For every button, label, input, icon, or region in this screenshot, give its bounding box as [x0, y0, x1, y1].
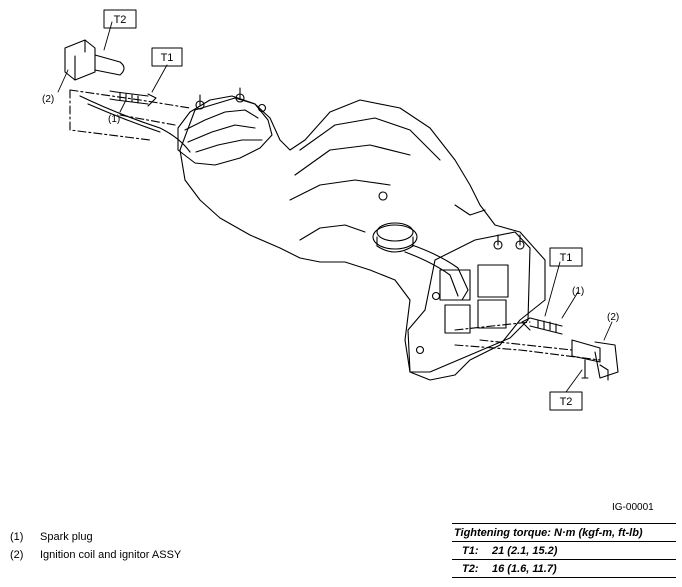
legend-number: (1) [10, 531, 24, 543]
torque-table: Tightening torque: N·m (kgf-m, ft-lb) T1… [452, 523, 676, 578]
left-cylinder-head [177, 95, 273, 166]
figure-id: IG-00001 [612, 502, 654, 513]
spark-plug-left [109, 90, 157, 107]
t2-box-top [103, 9, 137, 29]
callout-coil-left: (2) [42, 94, 54, 105]
callout-plug-right: (1) [572, 286, 584, 297]
legend-item: (2) Ignition coil and ignitor ASSY [10, 546, 181, 564]
ignition-coil-left [64, 39, 125, 81]
torque-value: 21 (2.1, 15.2) [492, 545, 558, 557]
engine-block-outline [179, 97, 546, 381]
oil-filler-cap [372, 224, 418, 250]
t2-label-bottom: T2 [560, 396, 573, 408]
torque-key: T2: [462, 563, 479, 575]
callout-coil-right: (2) [607, 312, 619, 323]
t1-box-top [151, 47, 183, 67]
ignition-coil-right [571, 339, 619, 381]
torque-row: T2: 16 (1.6, 11.7) [452, 559, 676, 578]
torque-key: T1: [462, 545, 479, 557]
legend-number: (2) [10, 549, 24, 561]
callout-plug-left: (1) [108, 114, 120, 125]
t2-label-top: T2 [114, 14, 127, 26]
t2-box-bottom [549, 391, 583, 411]
right-cylinder-head [407, 231, 531, 373]
torque-row: T1: 21 (2.1, 15.2) [452, 542, 676, 559]
legend: (1) Spark plug (2) Ignition coil and ign… [10, 528, 181, 564]
legend-text: Ignition coil and ignitor ASSY [40, 549, 182, 561]
spark-plug-right [521, 317, 563, 335]
t1-box-right [549, 247, 583, 267]
t1-label-top: T1 [161, 52, 174, 64]
legend-item: (1) Spark plug [10, 528, 181, 546]
legend-text: Spark plug [40, 531, 93, 543]
t1-label-right: T1 [560, 252, 573, 264]
torque-value: 16 (1.6, 11.7) [492, 563, 557, 575]
torque-heading: Tightening torque: N·m (kgf-m, ft-lb) [452, 523, 676, 542]
engine-diagram: T2 T1 T1 T2 (2) (1) (1) (2) [42, 9, 619, 411]
